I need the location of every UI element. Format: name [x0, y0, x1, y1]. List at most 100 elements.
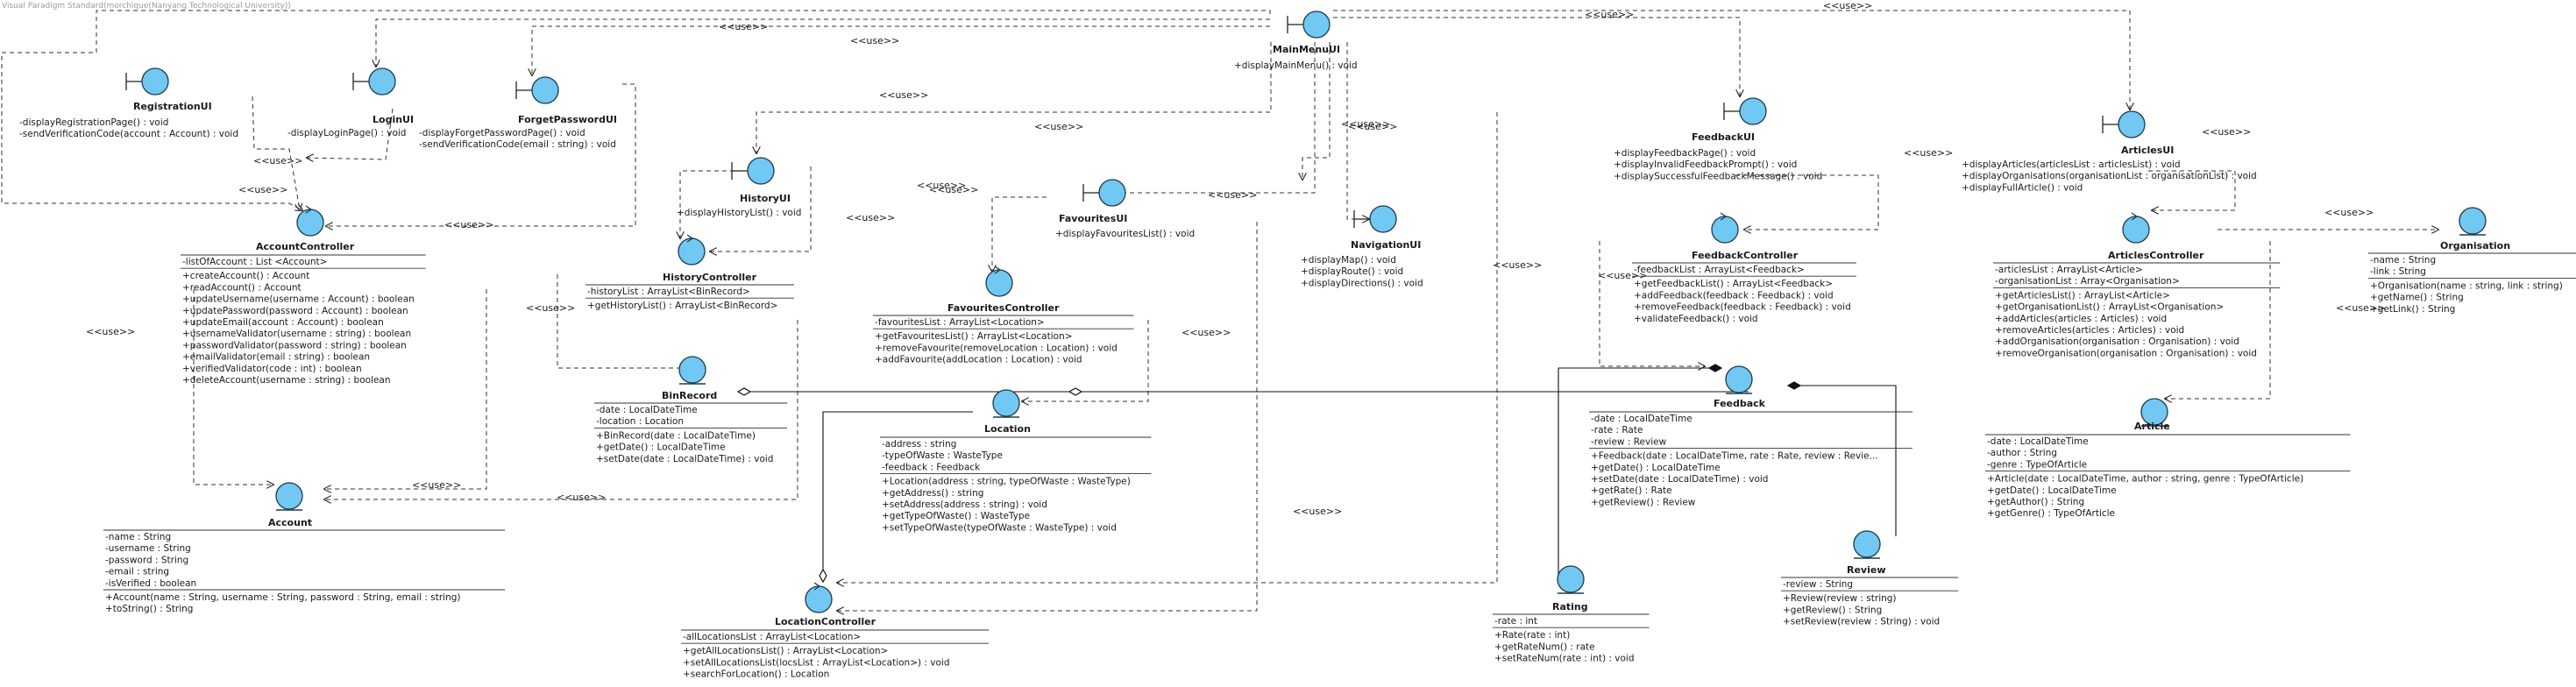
- class-operation: +createAccount() : Account: [182, 271, 309, 281]
- watermark: Visual Paradigm Standard(morchique(Nanya…: [2, 2, 291, 11]
- class-attribute: -name : String: [105, 532, 171, 542]
- class-feedbackui[interactable]: FeedbackUI+displayFeedbackPage() : void+…: [1614, 97, 1822, 181]
- entity-icon: [1853, 530, 1881, 559]
- class-operation: +Organisation(name : string, link : stri…: [2370, 280, 2563, 291]
- class-article[interactable]: Article-date : LocalDateTime-author : St…: [1985, 398, 2351, 519]
- class-operation: +getArticlesList() : ArrayList<Article>: [1995, 290, 2170, 301]
- class-attribute: -organisationList : Array<Organisation>: [1995, 276, 2180, 287]
- class-name: HistoryController: [663, 272, 757, 283]
- class-articlesui[interactable]: ArticlesUI+displayArticles(articlesList …: [1962, 110, 2257, 193]
- class-attribute: -username : String: [105, 543, 191, 554]
- class-operation: +Location(address : string, typeOfWaste …: [882, 477, 1131, 487]
- class-name: Location: [984, 423, 1031, 435]
- use-dependency: <<use>>: [837, 112, 1498, 583]
- class-name: Review: [1847, 564, 1886, 576]
- class-location[interactable]: Location-address : string-typeOfWaste : …: [880, 389, 1152, 533]
- class-registrationui[interactable]: RegistrationUI-displayRegistrationPage()…: [19, 67, 238, 139]
- use-dependency: <<use>>: [376, 18, 1270, 67]
- class-operation: +getGenre() : TypeOfArticle: [1987, 508, 2115, 519]
- control-icon: [678, 234, 706, 266]
- class-operation: +getTypeOfWaste() : WasteType: [882, 511, 1030, 521]
- class-articlescontroller[interactable]: ArticlesController-articlesList : ArrayL…: [1993, 212, 2281, 358]
- class-review[interactable]: Review-review : String+Review(review : s…: [1781, 530, 1959, 627]
- class-operation: +displayArticles(articlesList : articles…: [1962, 159, 2181, 170]
- class-operation: +Review(review : string): [1783, 593, 1897, 604]
- dependency-label: <<use>>: [412, 479, 461, 491]
- class-name: Rating: [1552, 601, 1588, 613]
- dependency-label: <<use>>: [1293, 506, 1342, 517]
- class-operation: +updateEmail(account : Account) : boolea…: [182, 317, 384, 328]
- class-operation: +addFavourite(addLocation : Location) : …: [875, 355, 1082, 365]
- class-attribute: -rate : int: [1494, 616, 1537, 627]
- class-attribute: -rate : Rate: [1591, 425, 1643, 436]
- class-favouritescontroller[interactable]: FavouritesController-favouritesList : Ar…: [873, 266, 1134, 365]
- class-feedbackcontroller[interactable]: FeedbackController-feedbackList : ArrayL…: [1632, 212, 1856, 324]
- dependency-label: <<use>>: [557, 492, 606, 503]
- class-locationcontroller[interactable]: LocationController-allLocationsList : Ar…: [681, 582, 990, 680]
- boundary-icon: [731, 157, 775, 185]
- class-historycontroller[interactable]: HistoryController-historyList : ArrayLis…: [585, 234, 794, 311]
- class-name: MainMenuUI: [1273, 44, 1340, 55]
- aggregation-relationship: [1068, 387, 1149, 396]
- class-operation: +displayMainMenu() : void: [1234, 60, 1358, 71]
- class-navigationui[interactable]: NavigationUI+displayMap() : void+display…: [1301, 205, 1423, 288]
- use-dependency: <<use>>: [252, 96, 302, 210]
- class-feedback[interactable]: Feedback-date : LocalDateTime-rate : Rat…: [1589, 365, 1912, 507]
- class-operation: -displayRegistrationPage() : void: [19, 117, 168, 128]
- class-operation: +deleteAccount(username : string) : bool…: [182, 375, 391, 386]
- control-icon: [2122, 212, 2150, 244]
- class-organisation[interactable]: Organisation-name : String-link : String…: [2368, 207, 2576, 315]
- class-name: FeedbackUI: [1692, 131, 1755, 143]
- use-dependency: <<use>>: [1302, 42, 1390, 180]
- entity-icon: [678, 356, 706, 385]
- class-attribute: -typeOfWaste : WasteType: [882, 450, 1003, 461]
- class-operation: +updateUsername(username : Account) : bo…: [182, 294, 415, 305]
- class-attribute: -feedbackList : ArrayList<Feedback>: [1634, 265, 1805, 275]
- boundary-icon: [515, 76, 559, 104]
- class-operation: -displayLoginPage() : void: [287, 128, 406, 138]
- class-layer: MainMenuUI +displayMainMenu() : voidRegis…: [19, 11, 2576, 680]
- class-operation: +searchForLocation() : Location: [683, 669, 829, 680]
- use-dependency: <<use>>: [238, 108, 394, 195]
- class-operation: +getAuthor() : String: [1987, 497, 2084, 507]
- aggregation-relationship: [819, 411, 973, 584]
- class-operation: +getAllLocationsList() : ArrayList<Locat…: [683, 646, 888, 656]
- class-forgetpasswordui[interactable]: ForgetPasswordUI-displayForgetPasswordPa…: [419, 76, 617, 150]
- class-operation: +passwordValidator(password : string) : …: [182, 340, 407, 351]
- dependency-label: <<use>>: [1341, 118, 1390, 130]
- use-dependency: <<use>>: [710, 166, 895, 251]
- class-operation: +usernameValidator(username : string) : …: [182, 329, 411, 339]
- class-binrecord[interactable]: BinRecord-date : LocalDateTime-location …: [594, 356, 788, 464]
- use-dependency: <<use>>: [1333, 9, 1740, 96]
- class-operation: +setTypeOfWaste(typeOfWaste : WasteType)…: [882, 522, 1117, 533]
- class-operation: +updatePassword(password : Account) : bo…: [182, 306, 408, 316]
- dependency-label: <<use>>: [1598, 270, 1647, 281]
- dependency-label: <<use>>: [1823, 0, 1872, 11]
- class-operation: +getReview() : String: [1783, 605, 1882, 615]
- class-attribute: -listOfAccount : List <Account>: [182, 257, 327, 267]
- class-attribute: -isVerified : boolean: [105, 578, 196, 589]
- class-operation: +getReview() : Review: [1591, 497, 1696, 507]
- entity-icon: [275, 482, 303, 511]
- dependency-label: <<use>>: [1182, 327, 1231, 338]
- class-historyui[interactable]: HistoryUI+displayHistoryList() : void: [677, 157, 801, 218]
- class-account[interactable]: Account-name : String-username : String-…: [103, 482, 506, 614]
- class-operation: +setDate(date : LocalDateTime) : void: [596, 454, 773, 464]
- dependency-label: <<use>>: [850, 35, 899, 46]
- class-attribute: -date : LocalDateTime: [1591, 414, 1692, 424]
- class-favouritesui[interactable]: FavouritesUI+displayFavouritesList() : v…: [1055, 179, 1195, 239]
- class-rating[interactable]: Rating-rate : int+Rate(rate : int)+getRa…: [1493, 565, 1650, 664]
- composition-relationship: [1786, 381, 1897, 536]
- use-dependency: <<use>>: [756, 42, 1272, 153]
- class-name: ForgetPasswordUI: [518, 114, 617, 125]
- class-operation: +setAddress(address : string) : void: [882, 499, 1047, 510]
- class-loginui[interactable]: LoginUI-displayLoginPage() : void: [287, 67, 414, 138]
- class-operation: +displayFavouritesList() : void: [1055, 229, 1195, 239]
- class-mainmenuui[interactable]: MainMenuUI +displayMainMenu() : void: [1234, 11, 1358, 71]
- dependency-label: <<use>>: [917, 180, 966, 191]
- class-operation: +setDate(date : LocalDateTime) : void: [1591, 474, 1768, 485]
- use-dependency: <<use>>: [680, 170, 966, 238]
- class-accountcontroller[interactable]: AccountController-listOfAccount : List <…: [181, 205, 426, 386]
- class-name: BinRecord: [662, 390, 717, 401]
- class-attribute: -allLocationsList : ArrayList<Location>: [683, 632, 861, 642]
